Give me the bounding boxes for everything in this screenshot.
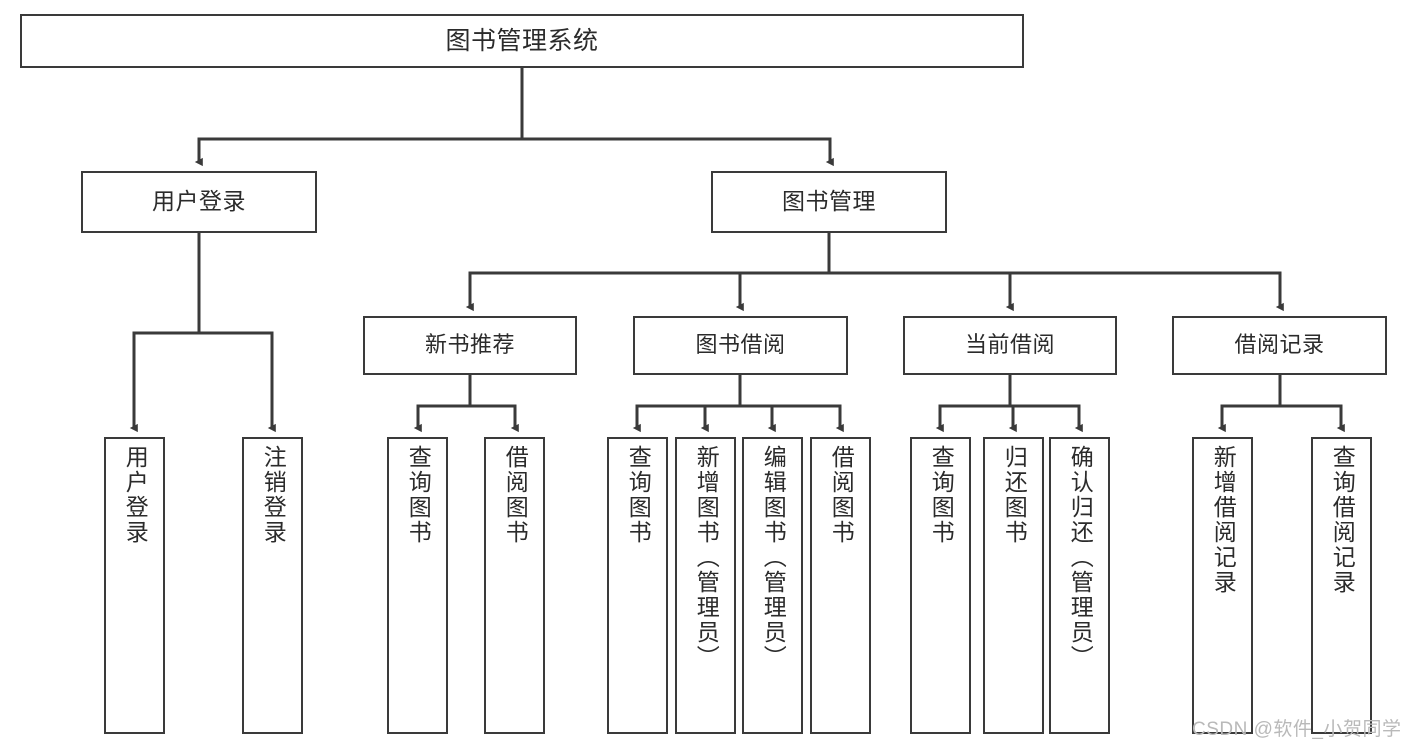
node-leaf-bb-edit-book[interactable]: 编辑图书（管理员）	[742, 437, 803, 734]
node-leaf-user-logout-label: 注销登录	[260, 445, 287, 545]
node-leaf-user-logout[interactable]: 注销登录	[242, 437, 303, 734]
node-user-login-label: 用户登录	[152, 188, 246, 215]
node-leaf-bb-borrow-book-label: 借阅图书	[828, 445, 855, 545]
node-leaf-cb-confirm-return[interactable]: 确认归还（管理员）	[1049, 437, 1110, 734]
node-leaf-rec-query-book[interactable]: 查询图书	[387, 437, 448, 734]
csdn-watermark: CSDN @软件_小贺同学	[1192, 719, 1402, 740]
node-new-book-recommend-label: 新书推荐	[424, 332, 515, 358]
node-book-borrow-label: 图书借阅	[695, 332, 786, 358]
node-leaf-br-add-record-label: 新增借阅记录	[1210, 445, 1237, 595]
node-leaf-rec-borrow-book-label: 借阅图书	[502, 445, 529, 545]
node-leaf-user-login-label: 用户登录	[122, 445, 149, 545]
node-leaf-br-query-record[interactable]: 查询借阅记录	[1311, 437, 1372, 734]
node-leaf-bb-query-book[interactable]: 查询图书	[607, 437, 668, 734]
node-leaf-br-query-record-label: 查询借阅记录	[1329, 445, 1356, 595]
node-leaf-rec-borrow-book[interactable]: 借阅图书	[484, 437, 545, 734]
node-leaf-user-login[interactable]: 用户登录	[104, 437, 165, 734]
node-current-borrow-label: 当前借阅	[964, 332, 1055, 358]
node-leaf-bb-add-book[interactable]: 新增图书（管理员）	[675, 437, 736, 734]
node-root-label: 图书管理系统	[445, 27, 599, 55]
node-leaf-br-add-record[interactable]: 新增借阅记录	[1192, 437, 1253, 734]
node-book-manage[interactable]: 图书管理	[711, 171, 947, 233]
node-leaf-cb-query-book[interactable]: 查询图书	[910, 437, 971, 734]
node-leaf-bb-add-book-label: 新增图书（管理员）	[693, 445, 720, 670]
node-book-borrow[interactable]: 图书借阅	[633, 316, 848, 375]
node-leaf-cb-return-book-label: 归还图书	[1001, 445, 1028, 545]
node-leaf-bb-query-book-label: 查询图书	[625, 445, 652, 545]
node-leaf-bb-edit-book-label: 编辑图书（管理员）	[760, 445, 787, 670]
node-leaf-bb-borrow-book[interactable]: 借阅图书	[810, 437, 871, 734]
node-leaf-rec-query-book-label: 查询图书	[405, 445, 432, 545]
node-book-manage-label: 图书管理	[782, 188, 876, 215]
node-borrow-record[interactable]: 借阅记录	[1172, 316, 1387, 375]
node-leaf-cb-query-book-label: 查询图书	[928, 445, 955, 545]
node-leaf-cb-return-book[interactable]: 归还图书	[983, 437, 1044, 734]
node-root[interactable]: 图书管理系统	[20, 14, 1024, 68]
node-leaf-cb-confirm-return-label: 确认归还（管理员）	[1067, 445, 1094, 670]
node-current-borrow[interactable]: 当前借阅	[903, 316, 1117, 375]
node-borrow-record-label: 借阅记录	[1234, 332, 1325, 358]
node-new-book-recommend[interactable]: 新书推荐	[363, 316, 577, 375]
node-user-login[interactable]: 用户登录	[81, 171, 317, 233]
